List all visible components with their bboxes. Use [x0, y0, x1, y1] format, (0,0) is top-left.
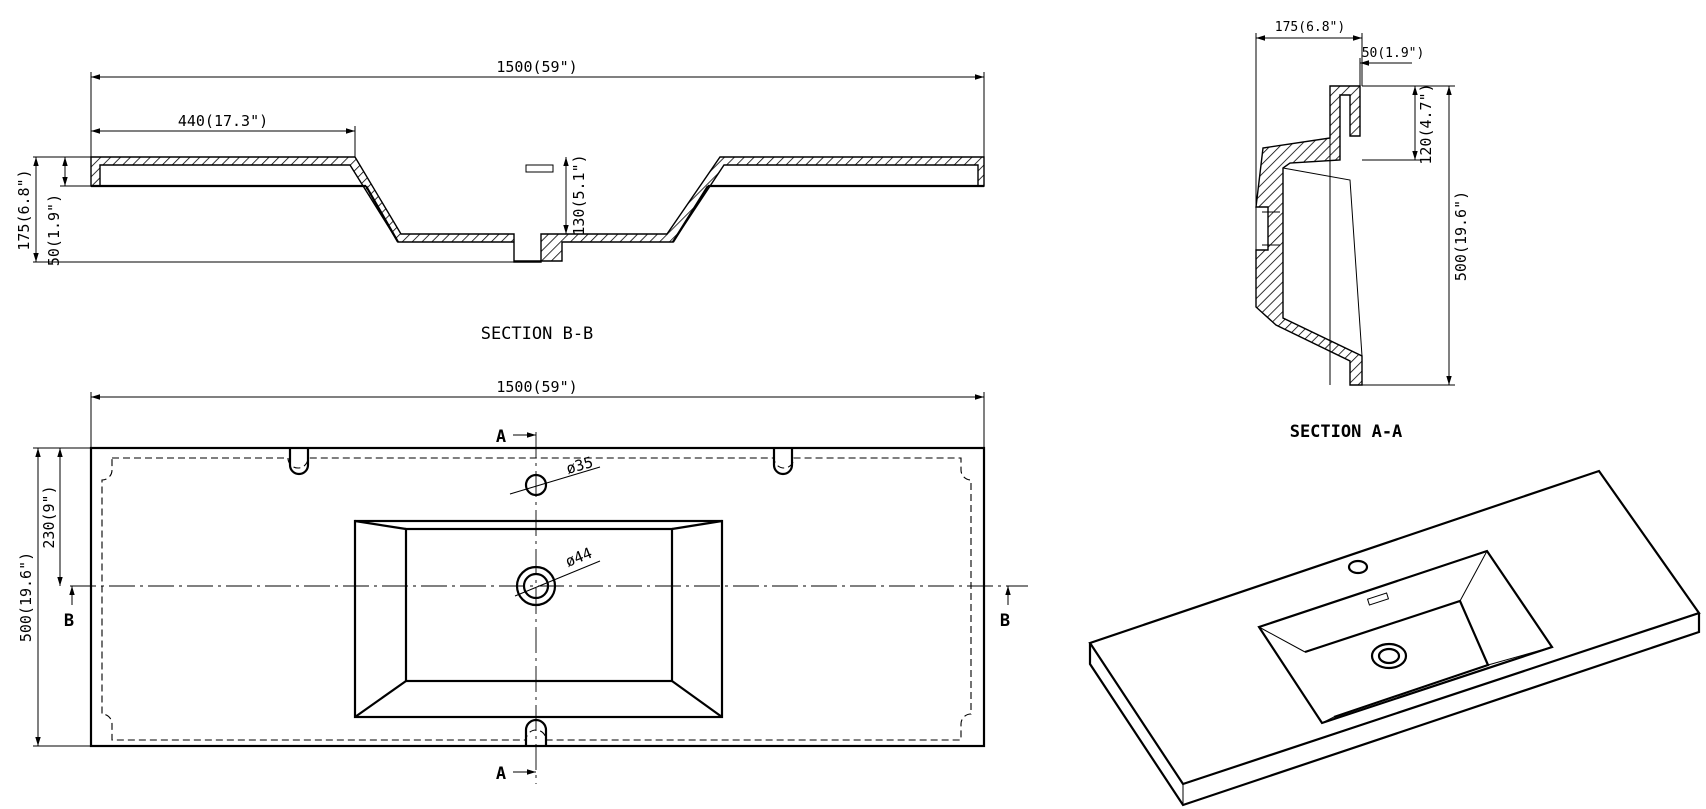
plan-bowl-inner: [404, 527, 674, 683]
plan-drain-outer: [515, 565, 557, 607]
plan-bowl-outer: [353, 519, 724, 719]
section-bb-bowl-depth-label: 130(5.1"): [570, 154, 588, 235]
iso-bowl-rim: [1257, 549, 1554, 725]
plan-drain-hole-label: ø44: [563, 544, 595, 571]
section-bb-underside: [91, 184, 984, 243]
section-aa-back-label: 120(4.7"): [1417, 83, 1435, 164]
section-aa-title: SECTION A-A: [1290, 422, 1403, 442]
isometric-view: [1088, 469, 1701, 807]
plan-depth-label: 500(19.6"): [17, 552, 35, 642]
section-aa-bowl-slope: [1282, 167, 1363, 357]
iso-top-face: [1088, 469, 1701, 786]
section-bb-title: SECTION B-B: [481, 324, 594, 344]
section-bb-profile: [90, 156, 985, 263]
plan-center-label: 230(9"): [40, 485, 58, 548]
plan-view: ø35 ø44 1500(59") 500(19.6") 230(9") A A…: [17, 378, 1028, 784]
iso-overflow-slot: [1366, 592, 1390, 606]
plan-bowl-corners: [354, 519, 723, 718]
section-bb-total-height-label: 175(6.8"): [15, 169, 33, 250]
section-aa-view: 175(6.8") 50(1.9") 120(4.7") 500(19.6") …: [1255, 20, 1470, 442]
plan-section-marker-b-left: B: [64, 611, 74, 631]
plan-section-marker-a-bottom: A: [496, 764, 506, 784]
plan-tap-hole-label: ø35: [564, 453, 595, 478]
plan-hidden-outline: [101, 457, 972, 741]
plan-section-marker-b-right: B: [1000, 611, 1010, 631]
section-bb-rim-height-label: 50(1.9"): [45, 194, 63, 266]
section-bb-offset-label: 440(17.3"): [178, 112, 268, 130]
section-aa-drain-bore: [1262, 211, 1280, 246]
section-bb-view: 1500(59") 440(17.3") 130(5.1") 175(6.8")…: [15, 58, 985, 344]
section-aa-profile: [1255, 85, 1363, 386]
iso-drain-inner: [1377, 647, 1401, 665]
iso-tap-hole: [1347, 559, 1369, 575]
plan-drain-inner: [522, 572, 550, 600]
section-aa-depth-label: 500(19.6"): [1452, 191, 1470, 281]
section-aa-top-label: 175(6.8"): [1275, 20, 1345, 35]
section-aa-rim-label: 50(1.9"): [1362, 46, 1425, 61]
iso-front-face: [1088, 613, 1701, 807]
plan-outline: [89, 446, 986, 748]
iso-drain-outer: [1370, 642, 1408, 670]
plan-tap-hole: [524, 473, 548, 497]
section-bb-overflow-slot: [525, 164, 554, 173]
section-bb-width-label: 1500(59"): [496, 58, 577, 76]
plan-section-marker-a-top: A: [496, 427, 506, 447]
plan-notch-rear-right: [772, 448, 794, 476]
iso-bowl-inner: [1304, 599, 1490, 719]
plan-notch-rear-left: [288, 448, 310, 476]
plan-width-label: 1500(59"): [496, 378, 577, 396]
